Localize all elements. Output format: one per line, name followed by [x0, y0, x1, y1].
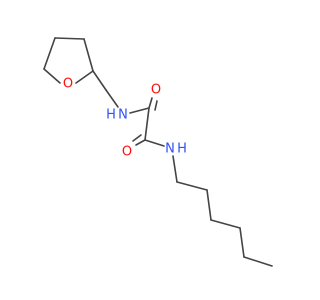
- amide-nh-left-label: N: [118, 108, 128, 123]
- structure-canvas: O H N O O N H: [43, 37, 273, 267]
- bond-ch2-nh: [105, 89, 119, 108]
- bond-ring-c2-c3: [54, 37, 85, 40]
- molecule-drawing: O H N O O N H: [43, 37, 273, 267]
- bond-carbonyl2-o-a: [135, 139, 146, 146]
- bond-carbonyl2-o-b: [132, 134, 142, 142]
- bond-carbonyl2-n: [144, 139, 165, 147]
- carbonyl-oxygen-top-label: O: [151, 83, 161, 98]
- bond-ring-c1-c2: [43, 37, 56, 70]
- bond-ring-o-c1: [43, 68, 61, 84]
- bond-ring-c4-o: [75, 70, 94, 84]
- bond-nh-carbonyl1: [129, 107, 150, 114]
- bond-ring-ch2: [92, 70, 107, 91]
- bond-hexyl3-4: [210, 219, 241, 229]
- bond-hexyl2-3: [206, 189, 212, 221]
- bond-ring-c3-c4: [83, 38, 94, 72]
- amide-h-right-label: H: [177, 142, 187, 157]
- amide-h-left-label: H: [106, 108, 116, 123]
- bond-carbonyl1-o-a: [148, 97, 153, 109]
- bond-hexyl1-2: [176, 181, 208, 191]
- bond-hexyl4-5: [239, 227, 245, 258]
- carbonyl-oxygen-left-label: O: [122, 145, 132, 160]
- atom-labels: O H N O O N H: [63, 77, 187, 160]
- bond-carbonyl1-carbonyl2: [144, 107, 150, 141]
- bond-n-hexyl1: [172, 155, 178, 183]
- bonds: [43, 37, 273, 267]
- amide-n-right-label: N: [165, 142, 175, 157]
- ring-oxygen-label: O: [63, 77, 73, 92]
- bond-carbonyl1-o-b: [154, 100, 158, 111]
- bond-hexyl5-6: [243, 256, 273, 267]
